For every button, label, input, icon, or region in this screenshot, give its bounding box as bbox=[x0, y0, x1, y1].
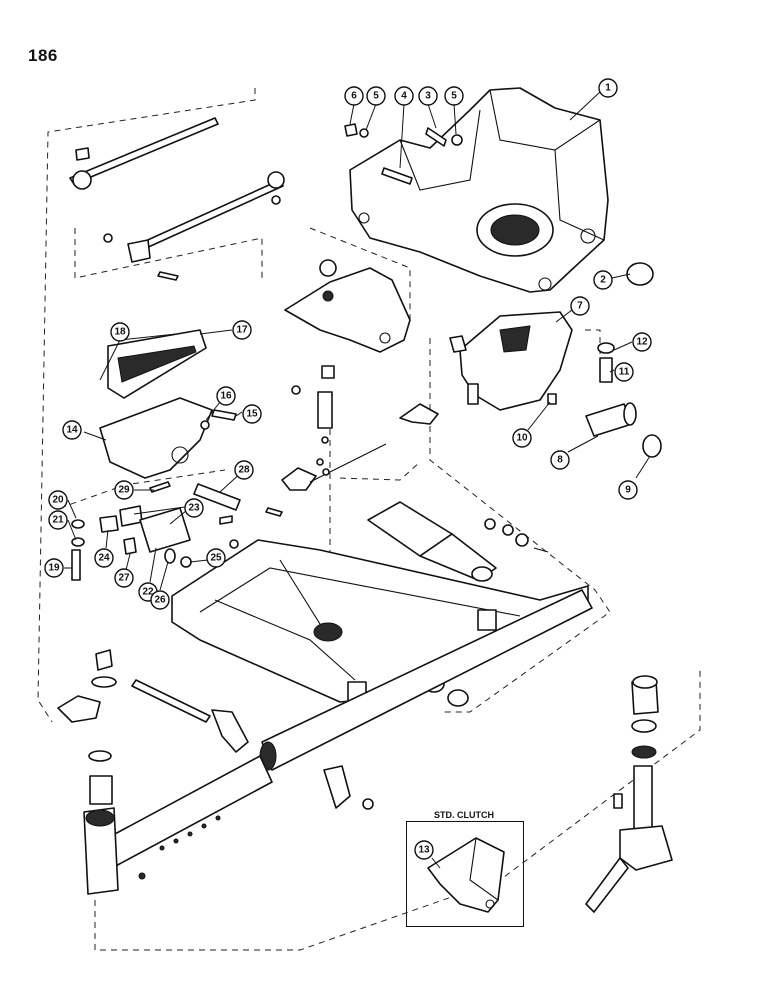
callout-5: 5 bbox=[366, 86, 386, 106]
callout-2: 2 bbox=[593, 270, 613, 290]
callout-13: 13 bbox=[414, 840, 434, 860]
svg-text:25: 25 bbox=[210, 553, 222, 564]
svg-text:7: 7 bbox=[577, 301, 583, 312]
svg-text:20: 20 bbox=[52, 495, 64, 506]
steering-cylinder bbox=[367, 501, 549, 582]
callout-14: 14 bbox=[62, 420, 82, 440]
callout-7: 7 bbox=[570, 296, 590, 316]
svg-text:29: 29 bbox=[118, 485, 130, 496]
std-clutch-bracket bbox=[427, 837, 505, 913]
svg-text:23: 23 bbox=[188, 503, 200, 514]
svg-text:3: 3 bbox=[425, 91, 431, 102]
callout-15: 15 bbox=[242, 404, 262, 424]
svg-text:11: 11 bbox=[619, 367, 630, 378]
callout-26: 26 bbox=[150, 590, 170, 610]
svg-text:12: 12 bbox=[636, 337, 648, 348]
svg-text:15: 15 bbox=[246, 409, 258, 420]
callout-10: 10 bbox=[512, 428, 532, 448]
svg-text:16: 16 bbox=[220, 391, 232, 402]
svg-text:4: 4 bbox=[401, 91, 407, 102]
svg-text:9: 9 bbox=[625, 485, 631, 496]
svg-text:13: 13 bbox=[418, 845, 430, 856]
assembly-guide-lines bbox=[37, 88, 701, 951]
callout-6: 6 bbox=[344, 86, 364, 106]
svg-text:8: 8 bbox=[557, 455, 563, 466]
hose-clamps bbox=[265, 403, 439, 517]
callout-bubbles: 1 2 3 4 5 5 6 7 8 9 10 11 12 13 14 15 16… bbox=[44, 78, 652, 860]
callout-17: 17 bbox=[232, 320, 252, 340]
callout-4: 4 bbox=[394, 86, 414, 106]
svg-text:6: 6 bbox=[351, 91, 357, 102]
callout-8: 8 bbox=[550, 450, 570, 470]
page-number: 186 bbox=[28, 46, 58, 65]
svg-text:26: 26 bbox=[154, 595, 166, 606]
callout-3: 3 bbox=[418, 86, 438, 106]
svg-text:27: 27 bbox=[118, 573, 130, 584]
svg-text:2: 2 bbox=[600, 275, 606, 286]
svg-text:24: 24 bbox=[98, 553, 110, 564]
callout-24: 24 bbox=[94, 548, 114, 568]
upper-bracket bbox=[284, 259, 411, 444]
svg-text:1: 1 bbox=[605, 83, 611, 94]
svg-text:18: 18 bbox=[114, 327, 126, 338]
callout-28: 28 bbox=[234, 460, 254, 480]
steering-spindle bbox=[585, 675, 673, 913]
callout-29: 29 bbox=[114, 480, 134, 500]
callout-25: 25 bbox=[206, 548, 226, 568]
front-axle-beam bbox=[83, 589, 593, 895]
svg-text:22: 22 bbox=[142, 587, 154, 598]
bolts-and-washers bbox=[344, 123, 463, 185]
callout-9: 9 bbox=[618, 480, 638, 500]
lower-hardware bbox=[71, 505, 239, 581]
svg-text:14: 14 bbox=[66, 425, 78, 436]
callout-11: 11 bbox=[614, 362, 634, 382]
svg-text:28: 28 bbox=[238, 465, 250, 476]
callout-19: 19 bbox=[44, 558, 64, 578]
svg-text:5: 5 bbox=[451, 91, 457, 102]
svg-text:10: 10 bbox=[516, 433, 528, 444]
callout-1: 1 bbox=[598, 78, 618, 98]
steering-arm-hardware bbox=[57, 649, 374, 810]
pivot-pin bbox=[193, 483, 241, 511]
callout-5b: 5 bbox=[444, 86, 464, 106]
svg-text:21: 21 bbox=[52, 515, 64, 526]
callout-16: 16 bbox=[216, 386, 236, 406]
callout-20: 20 bbox=[48, 490, 68, 510]
callout-27: 27 bbox=[114, 568, 134, 588]
plug-cap bbox=[626, 262, 654, 286]
callout-21: 21 bbox=[48, 510, 68, 530]
callout-18: 18 bbox=[110, 322, 130, 342]
pivot-bracket-and-pin bbox=[449, 311, 662, 458]
callout-23: 23 bbox=[184, 498, 204, 518]
callout-12: 12 bbox=[632, 332, 652, 352]
std-clutch-inset bbox=[406, 821, 524, 927]
inset-label: STD. CLUTCH bbox=[430, 810, 498, 820]
svg-text:17: 17 bbox=[236, 325, 248, 336]
axle-bracket-and-shim bbox=[99, 329, 237, 493]
main-housing bbox=[349, 87, 609, 293]
svg-text:19: 19 bbox=[48, 563, 60, 574]
svg-text:5: 5 bbox=[373, 91, 379, 102]
tie-rod-assembly bbox=[69, 117, 285, 281]
